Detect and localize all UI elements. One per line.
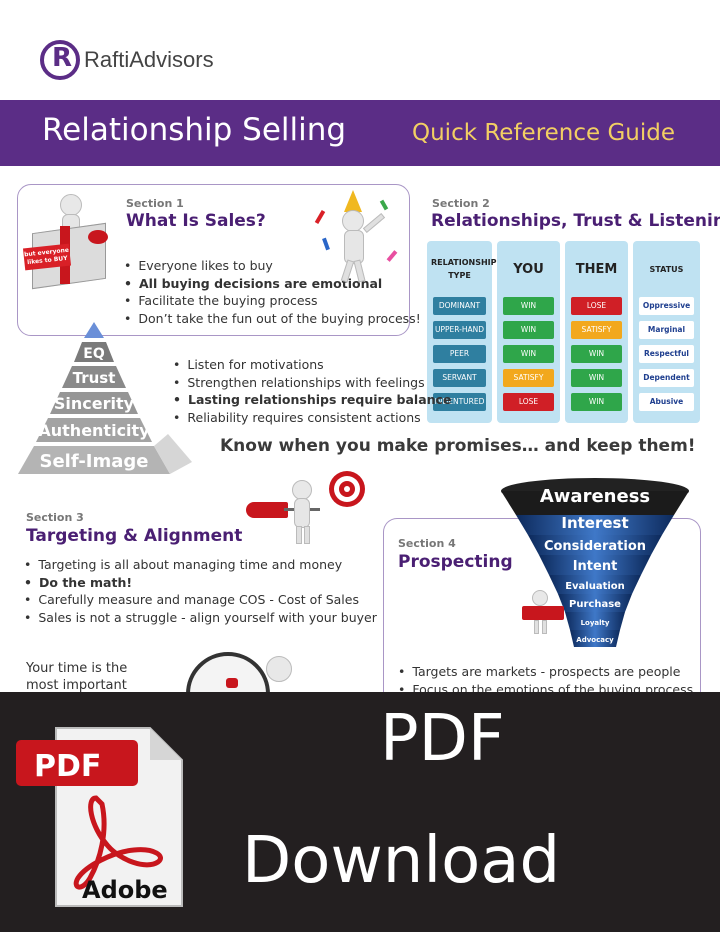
section3-bullets: Targeting is all about managing time and… — [24, 556, 377, 626]
relationship-table: RELATIONSHIP TYPE DOMINANT UPPER-HAND PE… — [427, 241, 700, 423]
funnel-label: Advocacy — [576, 636, 614, 644]
table-cell: Marginal — [639, 321, 694, 339]
funnel-level-8 — [570, 630, 620, 647]
pyramid-label: Sincerity — [54, 394, 135, 413]
pyramid-level-3 — [50, 392, 138, 414]
page-subtitle: Quick Reference Guide — [412, 120, 676, 146]
pyramid-diagram: EQ Trust Sincerity Authenticity Self-Ima… — [18, 322, 192, 474]
funnel-label: Intent — [573, 559, 618, 574]
list-item: Do the math! — [24, 574, 377, 592]
section2-title: Relationships, Trust & Listening — [431, 211, 720, 231]
pyramid-label: Trust — [73, 369, 116, 387]
table-cell: Respectful — [639, 345, 694, 363]
logo-glyph: R — [52, 43, 73, 73]
funnel-level-1 — [501, 491, 689, 515]
list-item: Targets are markets - prospects are peop… — [398, 663, 693, 681]
table-cell: LOSE — [571, 297, 622, 315]
trust-bullets: Listen for motivations Strengthen relati… — [173, 356, 451, 426]
section1-bullets: Everyone likes to buy All buying decisio… — [124, 257, 421, 328]
table-cell: Dependent — [639, 369, 694, 387]
table-cell: Oppressive — [639, 297, 694, 315]
pyramid-label: Self-Image — [39, 451, 148, 472]
pyramid-label: EQ — [83, 346, 105, 362]
table-column-status: STATUS Oppressive Marginal Respectful De… — [633, 241, 700, 423]
funnel-label: Interest — [561, 514, 628, 532]
table-cell: SATISFY — [571, 321, 622, 339]
list-item: Strengthen relationships with feelings — [173, 374, 451, 392]
section4-title: Prospecting — [398, 552, 513, 572]
section3-title: Targeting & Alignment — [26, 526, 243, 546]
table-cell: WIN — [571, 345, 622, 363]
funnel-label: Awareness — [540, 486, 650, 507]
column-header: YOU — [513, 262, 544, 277]
promise-statement: Know when you make promises… and keep th… — [220, 436, 696, 456]
pyramid-level-5 — [18, 446, 170, 474]
list-item: Listen for motivations — [173, 356, 451, 374]
table-cell: DOMINANT — [433, 297, 486, 315]
sales-funnel-diagram: Awareness Interest Consideration Intent … — [501, 478, 689, 647]
table-cell: UPPER-HAND — [433, 321, 486, 339]
pyramid-apex — [84, 322, 104, 338]
list-item: Everyone likes to buy — [124, 257, 421, 275]
list-item: Lasting relationships require balance — [173, 391, 451, 409]
pyramid-side — [154, 434, 192, 474]
pyramid-label: Authenticity — [38, 421, 150, 440]
pyramid-level-2 — [62, 366, 126, 388]
funnel-label: Evaluation — [565, 581, 625, 592]
list-item: All buying decisions are emotional — [124, 275, 421, 293]
download-line-1: PDF — [380, 702, 505, 776]
funnel-level-7 — [565, 612, 625, 630]
funnel-label: Consideration — [544, 539, 646, 554]
pdf-document-icon[interactable]: PDF Adobe — [16, 722, 188, 908]
column-header: RELATIONSHIP TYPE — [431, 258, 497, 280]
funnel-level-3 — [528, 535, 662, 555]
table-cell: WIN — [503, 297, 554, 315]
logo-ring-icon — [40, 40, 80, 80]
acrobat-logo-icon — [73, 795, 163, 890]
list-item: Carefully measure and manage COS - Cost … — [24, 591, 377, 609]
list-item: Targeting is all about managing time and… — [24, 556, 377, 574]
funnel-level-5 — [549, 575, 641, 594]
table-column-them: THEM LOSE SATISFY WIN WIN WIN — [565, 241, 628, 423]
column-header: THEM — [575, 262, 618, 277]
funnel-level-2 — [516, 515, 674, 535]
pyramid-level-4 — [36, 418, 152, 442]
adobe-label: Adobe — [82, 876, 168, 904]
download-line-2: Download — [242, 824, 561, 898]
list-item: Reliability requires consistent actions — [173, 409, 451, 427]
pyramid-level-1 — [74, 342, 114, 362]
table-cell: SATISFY — [503, 369, 554, 387]
section1-title: What Is Sales? — [126, 211, 266, 231]
pdf-badge — [16, 740, 138, 786]
funnel-level-6 — [558, 594, 632, 612]
table-cell: LOSE — [503, 393, 554, 411]
table-cell: WIN — [503, 321, 554, 339]
target-icon — [329, 471, 365, 507]
section1-label: Section 1 — [126, 197, 184, 210]
section4-label: Section 4 — [398, 537, 456, 550]
list-item: Sales is not a struggle - align yourself… — [24, 609, 377, 627]
table-cell: Abusive — [639, 393, 694, 411]
brand-name: RaftiAdvisors — [84, 47, 214, 72]
pdf-badge-label: PDF — [34, 749, 101, 784]
funnel-label: Purchase — [569, 599, 621, 610]
funnel-level-4 — [539, 555, 651, 575]
title-banner: Relationship Selling Quick Reference Gui… — [0, 100, 720, 166]
list-item: Don’t take the fun out of the buying pro… — [124, 310, 420, 328]
section3-label: Section 3 — [26, 511, 84, 524]
column-header: STATUS — [649, 265, 684, 274]
funnel-label: Loyalty — [581, 619, 610, 627]
table-column-you: YOU WIN WIN WIN SATISFY LOSE — [497, 241, 560, 423]
table-cell: WIN — [503, 345, 554, 363]
section2-label: Section 2 — [432, 197, 490, 210]
page-title: Relationship Selling — [42, 112, 347, 148]
list-item: Facilitate the buying process — [124, 292, 421, 310]
table-cell: WIN — [571, 369, 622, 387]
table-cell: WIN — [571, 393, 622, 411]
